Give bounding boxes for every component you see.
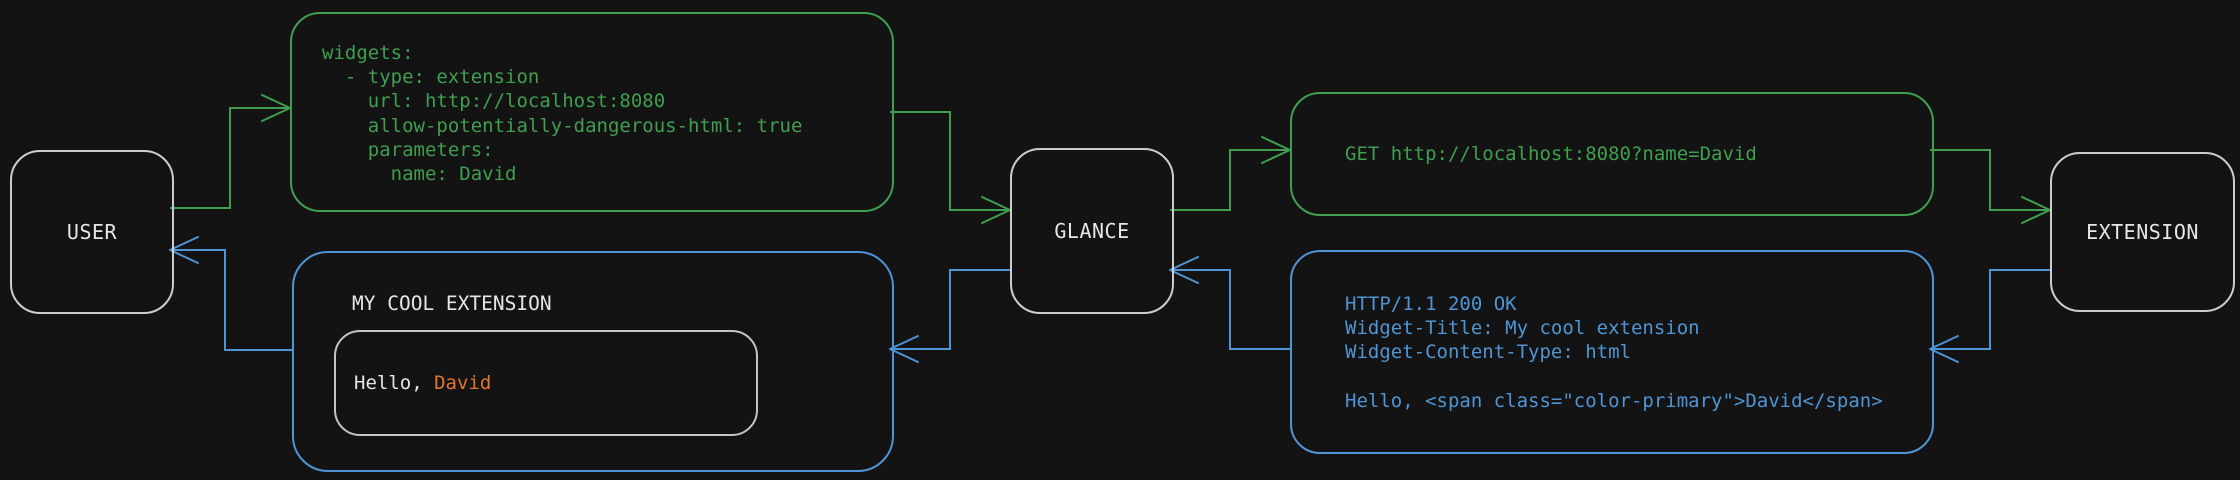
widget-to-user-arrowhead	[169, 236, 199, 264]
config-yaml-box: widgets: - type: extension url: http://l…	[290, 12, 894, 212]
config-yaml-code: widgets: - type: extension url: http://l…	[322, 42, 803, 186]
request-code: GET http://localhost:8080?name=David	[1345, 142, 1757, 165]
response-to-glance-wire	[1170, 269, 1290, 350]
widget-greeting-box: Hello, David	[334, 330, 758, 436]
widget-to-user-wire	[170, 249, 292, 351]
glance-to-widget-wire	[890, 269, 1010, 350]
extension-node: EXTENSION	[2050, 152, 2235, 312]
extension-node-label: EXTENSION	[2086, 220, 2199, 244]
user-to-config-wire	[170, 107, 290, 209]
extension-to-response-arrowhead	[1929, 335, 1959, 363]
greeting-name: David	[434, 372, 492, 394]
request-to-extension-wire	[1930, 149, 2050, 211]
response-box: HTTP/1.1 200 OK Widget-Title: My cool ex…	[1290, 250, 1934, 454]
widget-preview-box: MY COOL EXTENSION Hello, David	[292, 251, 894, 472]
greeting-text: Hello,	[354, 372, 435, 394]
widget-title: MY COOL EXTENSION	[352, 292, 552, 315]
extension-to-response-wire	[1930, 269, 2050, 350]
config-to-glance-wire	[890, 111, 1010, 211]
response-to-glance-arrowhead	[1169, 256, 1199, 284]
glance-node: GLANCE	[1010, 148, 1174, 314]
glance-to-request-wire	[1170, 149, 1290, 211]
user-node: USER	[10, 150, 174, 314]
glance-node-label: GLANCE	[1054, 219, 1130, 243]
response-code: HTTP/1.1 200 OK Widget-Title: My cool ex…	[1345, 293, 1883, 412]
request-box: GET http://localhost:8080?name=David	[1290, 92, 1934, 216]
glance-to-widget-arrowhead	[889, 335, 919, 363]
user-node-label: USER	[66, 220, 118, 244]
